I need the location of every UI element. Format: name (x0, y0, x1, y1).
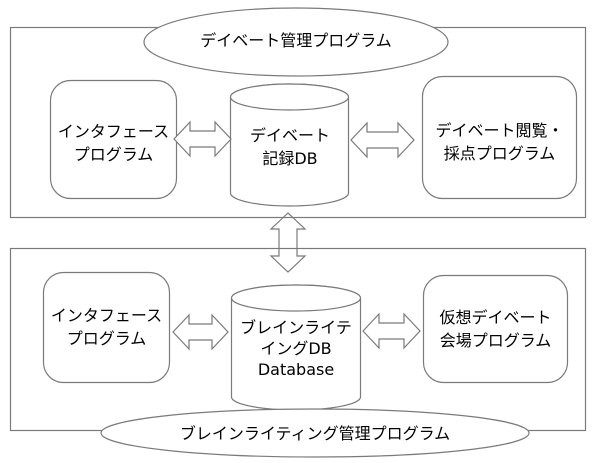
debate-review-label: デイベート閲覧・ 採点プログラム (422, 119, 577, 165)
interface-program-label-top-line1: インタフェース (57, 122, 170, 141)
brainwriting-title-ellipse (100, 408, 530, 458)
interface-program-box-bottom (42, 271, 171, 384)
debate-review-box (421, 75, 578, 200)
virtual-venue-label: 仮想デイベート 会場プログラム (423, 306, 568, 352)
virtual-venue-label-line1: 仮想デイベート (439, 308, 552, 327)
brainwriting-title-label: ブレインライティング管理プログラム (179, 424, 451, 443)
brainwriting-db-cylinder-rim (230, 284, 362, 312)
brainwriting-db-label-line1: ブレインライテ (240, 318, 352, 337)
virtual-venue-label-line2: 会場プログラム (439, 331, 552, 350)
debate-title-ellipse (143, 7, 449, 77)
debate-title-label: デイベート管理プログラム (200, 31, 392, 50)
brainwriting-db-label-line3: Database (257, 360, 335, 379)
interface-program-label-bottom-line1: インタフェース (50, 306, 163, 325)
arrow-db-sections-vertical (269, 212, 307, 273)
debate-db-label-line2: 記録DB (262, 149, 318, 168)
debate-db-label-line1: デイベート (249, 126, 330, 145)
debate-db-label: デイベート 記録DB (231, 124, 349, 170)
brainwriting-db-label-line2: イングDB (260, 339, 332, 358)
interface-program-label-top: インタフェース プログラム (50, 120, 177, 166)
debate-review-label-line1: デイベート閲覧・ (435, 121, 564, 140)
arrow-db-review (350, 121, 415, 159)
virtual-venue-box (422, 274, 569, 384)
interface-program-label-top-line2: プログラム (73, 145, 154, 164)
brainwriting-db-label: ブレインライテ イングDB Database (231, 317, 361, 380)
interface-program-label-bottom-line2: プログラム (66, 329, 147, 348)
arrow-interface-db-bottom (172, 313, 229, 351)
debate-review-label-line2: 採点プログラム (443, 144, 556, 163)
arrow-interface-db-top (173, 120, 232, 158)
arrow-db-venue (362, 312, 421, 350)
debate-db-cylinder-rim (229, 83, 350, 111)
interface-program-label-bottom: インタフェース プログラム (43, 304, 170, 350)
